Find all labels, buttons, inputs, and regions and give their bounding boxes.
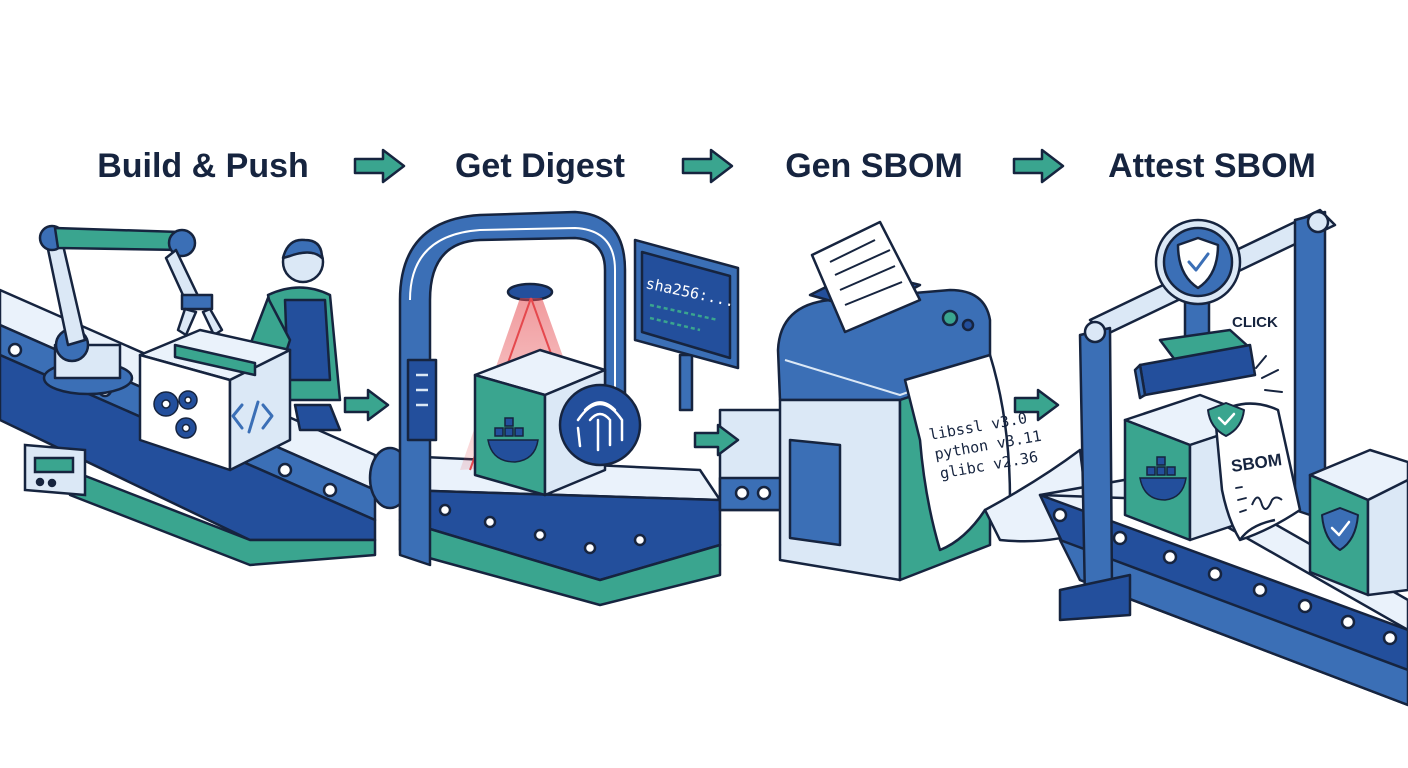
arrow-icon bbox=[343, 388, 390, 422]
shield-check-icon bbox=[1321, 507, 1359, 551]
arrow-icon bbox=[1012, 148, 1065, 184]
shield-check-icon bbox=[1207, 402, 1245, 437]
document-lines bbox=[1235, 486, 1247, 513]
conveyor-rollers-attest bbox=[1052, 507, 1398, 646]
docker-whale-icon bbox=[1139, 456, 1187, 501]
fingerprint-icon bbox=[558, 383, 642, 467]
control-panel bbox=[23, 443, 87, 497]
software-package-box bbox=[138, 328, 292, 472]
shield-check-icon bbox=[1176, 236, 1220, 290]
robot-arm-icon bbox=[38, 224, 224, 396]
arrow-icon bbox=[681, 148, 734, 184]
arrow-icon bbox=[693, 423, 740, 457]
docker-whale-icon bbox=[487, 417, 539, 463]
sbom-document bbox=[1213, 402, 1302, 542]
gears-icon bbox=[153, 390, 198, 439]
conveyor-rollers-digest bbox=[438, 503, 647, 555]
digest-monitor bbox=[633, 238, 740, 412]
step-title-get-digest: Get Digest bbox=[455, 147, 625, 185]
step-title-build-push: Build & Push bbox=[97, 147, 309, 185]
arrow-icon bbox=[1013, 388, 1060, 422]
monitor-text-lines bbox=[649, 303, 719, 332]
scanner-arch bbox=[398, 210, 627, 567]
step-title-attest-sbom: Attest SBOM bbox=[1108, 147, 1316, 185]
impact-lines bbox=[1255, 355, 1283, 393]
arrow-icon bbox=[353, 148, 406, 184]
signature-mark bbox=[1251, 496, 1283, 510]
printed-page bbox=[810, 220, 922, 334]
receipt-text: libssl v3.0 python v3.11 glibc v2.36 bbox=[928, 409, 1043, 483]
code-icon bbox=[231, 400, 274, 434]
connecting-pipe bbox=[718, 408, 792, 512]
stamp-sound-label: CLICK bbox=[1232, 314, 1278, 331]
step-title-gen-sbom: Gen SBOM bbox=[785, 147, 963, 185]
